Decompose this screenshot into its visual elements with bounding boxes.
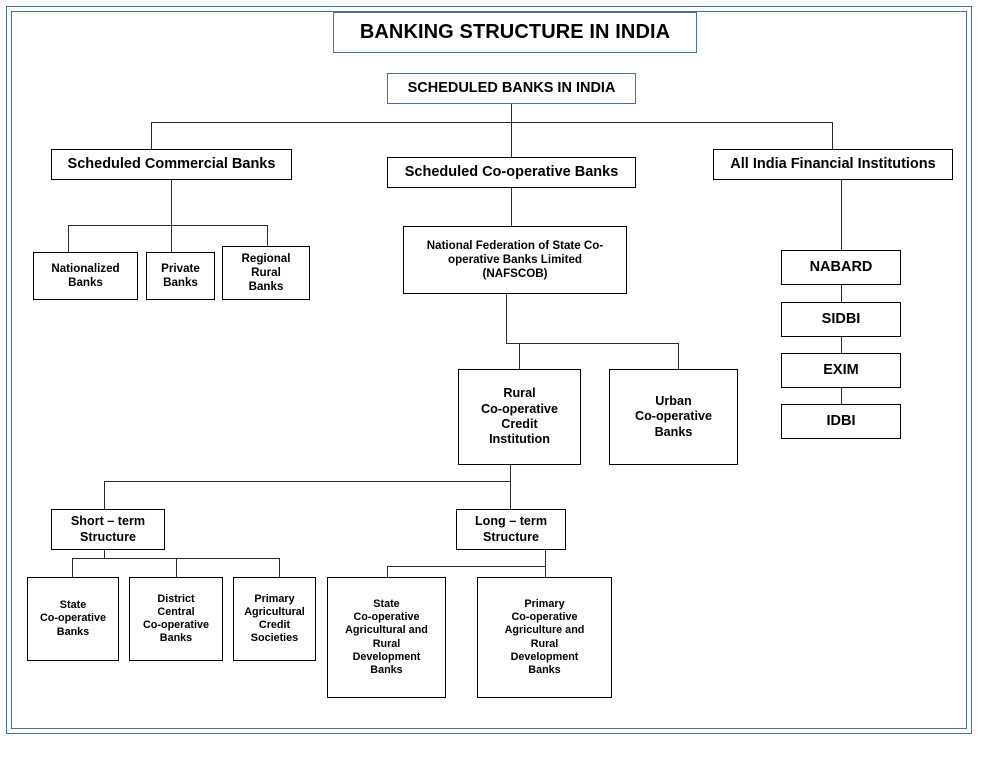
edge-nabard-to-sidbi <box>841 285 843 303</box>
node-sidbi[interactable]: SIDBI <box>781 302 901 337</box>
edge-longterm-bus <box>387 566 546 568</box>
node-scheduled-cooperative-banks[interactable]: Scheduled Co-operative Banks <box>387 157 636 188</box>
edge-longterm-to-scardb <box>387 566 389 578</box>
edge-nafscob-to-urban <box>678 343 680 370</box>
edge-scb-stem <box>171 180 173 226</box>
edge-nafscob-to-rural <box>519 343 521 370</box>
node-idbi[interactable]: IDBI <box>781 404 901 439</box>
edge-longterm-stem <box>545 550 547 567</box>
edge-exim-to-idbi <box>841 388 843 405</box>
edge-shortterm-to-districtcoop <box>176 558 178 578</box>
edge-shortterm-to-pacs <box>279 558 281 578</box>
edge-scb-to-private <box>171 225 173 253</box>
node-all-india-financial-institutions[interactable]: All India Financial Institutions <box>713 149 953 180</box>
edge-scb-to-nationalized <box>68 225 70 253</box>
edge-rural-to-longterm <box>510 481 512 510</box>
edge-shortterm-to-statecoop <box>72 558 74 578</box>
node-nafscob[interactable]: National Federation of State Co-operativ… <box>403 226 627 294</box>
edge-root-bus <box>151 122 833 124</box>
node-state-cooperative-agricultural-rural-development-banks[interactable]: State Co-operative Agricultural and Rura… <box>327 577 446 698</box>
edge-longterm-to-pcardb <box>545 566 547 578</box>
edge-scb-bus <box>68 225 268 227</box>
node-primary-agricultural-credit-societies[interactable]: Primary Agricultural Credit Societies <box>233 577 316 661</box>
node-regional-rural-banks[interactable]: Regional Rural Banks <box>222 246 310 300</box>
node-urban-cooperative-banks[interactable]: Urban Co-operative Banks <box>609 369 738 465</box>
edge-nafscob-stem <box>506 294 508 344</box>
edge-rural-bus <box>104 481 511 483</box>
edge-root-to-scoop <box>511 122 513 158</box>
edge-sidbi-to-exim <box>841 337 843 354</box>
node-private-banks[interactable]: Private Banks <box>146 252 215 300</box>
edge-shortterm-stem <box>104 550 106 559</box>
node-rural-cooperative-credit-institution[interactable]: Rural Co-operative Credit Institution <box>458 369 581 465</box>
edge-scoop-to-nafscob <box>511 188 513 227</box>
edge-nafscob-bus <box>506 343 679 345</box>
edge-rural-to-shortterm <box>104 481 106 510</box>
node-exim[interactable]: EXIM <box>781 353 901 388</box>
node-short-term-structure[interactable]: Short – term Structure <box>51 509 165 550</box>
page-border-inner <box>11 11 967 729</box>
edge-rural-stem <box>510 465 512 482</box>
edge-aifi-to-nabard <box>841 180 843 251</box>
node-nationalized-banks[interactable]: Nationalized Banks <box>33 252 138 300</box>
diagram-title: BANKING STRUCTURE IN INDIA <box>333 12 697 53</box>
node-scheduled-banks-in-india[interactable]: SCHEDULED BANKS IN INDIA <box>387 73 636 104</box>
node-nabard[interactable]: NABARD <box>781 250 901 285</box>
edge-root-to-scb <box>151 122 153 150</box>
node-district-central-cooperative-banks[interactable]: District Central Co-operative Banks <box>129 577 223 661</box>
node-state-cooperative-banks[interactable]: State Co-operative Banks <box>27 577 119 661</box>
node-scheduled-commercial-banks[interactable]: Scheduled Commercial Banks <box>51 149 292 180</box>
edge-root-stem <box>511 104 513 123</box>
node-long-term-structure[interactable]: Long – term Structure <box>456 509 566 550</box>
edge-root-to-aifi <box>832 122 834 150</box>
edge-scb-to-rrb <box>267 225 269 247</box>
page-border-outer <box>6 6 972 734</box>
node-primary-cooperative-agriculture-rural-development-banks[interactable]: Primary Co-operative Agriculture and Rur… <box>477 577 612 698</box>
